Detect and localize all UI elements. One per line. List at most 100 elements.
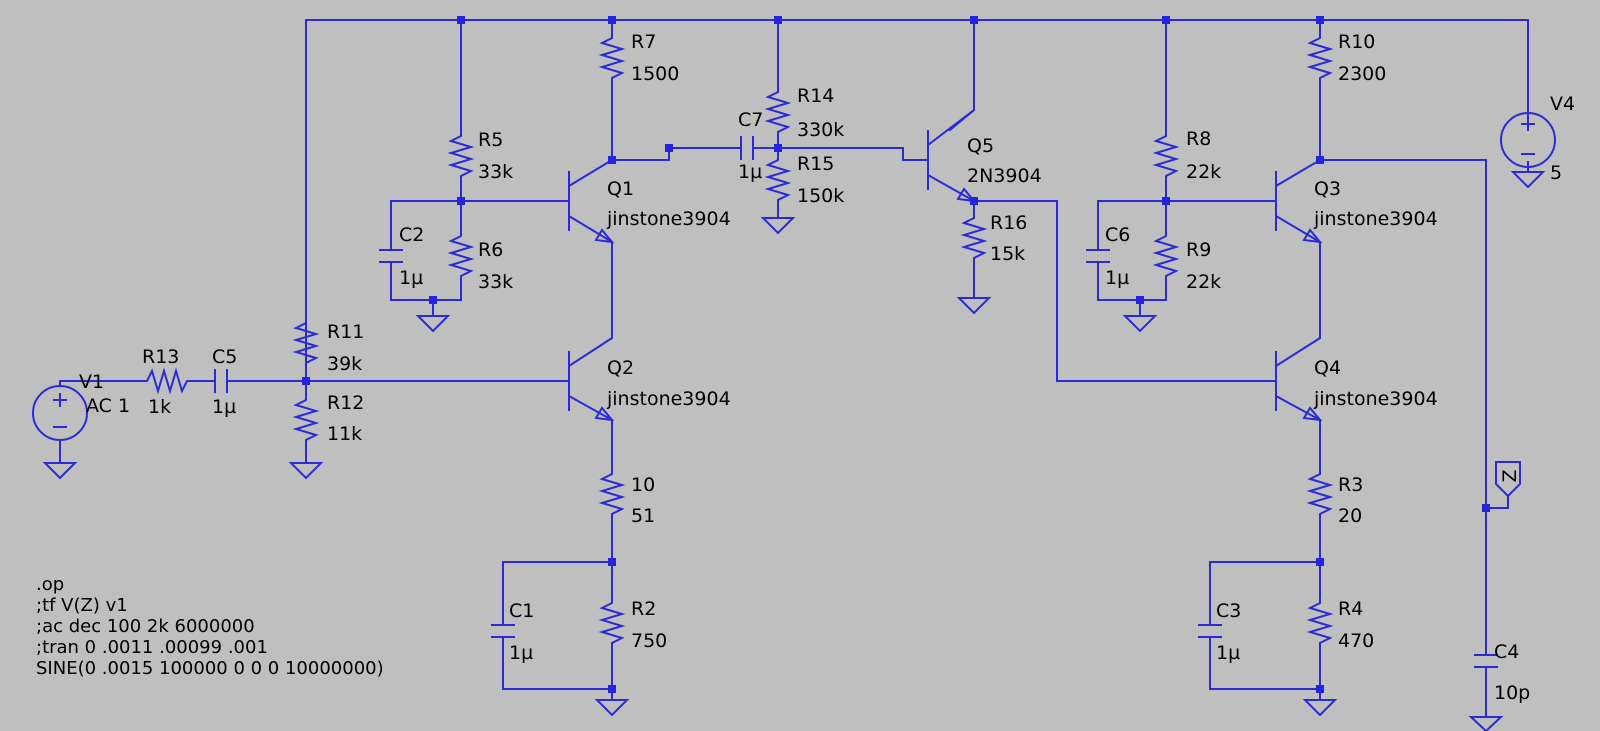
c6-value: 1µ [1105,267,1129,289]
capacitor-c4 [1474,654,1498,668]
r8-value: 22k [1186,161,1221,183]
r16-name: R16 [990,212,1027,234]
resistor-r10 [1306,30,1334,84]
ground-symbols [42,171,1546,731]
ground-icon [1302,699,1338,717]
transistor-q3 [1275,159,1323,244]
r4-name: R4 [1338,598,1363,620]
resistor-r5 [447,128,475,182]
resistor-r15 [764,152,792,206]
capacitor-c1 [491,624,515,638]
r7-value: 1500 [631,63,679,85]
resistor-r16 [960,210,988,264]
c4-name: C4 [1494,641,1519,663]
capacitor-c3 [1198,624,1222,638]
component-labels: V1 AC 1 R13 1k C5 1µ R11 39k R12 11k R5 … [79,31,1575,704]
r8-name: R8 [1186,128,1211,150]
r7-name: R7 [631,31,656,53]
r13-value: 1k [148,396,171,418]
voltage-source-v4 [1500,112,1556,168]
resistor-r8 [1152,128,1180,182]
r16-value: 15k [990,243,1025,265]
v1-name: V1 [79,371,104,393]
resistor-r11 [292,315,320,381]
r4-value: 470 [1338,630,1374,652]
r11-name: R11 [327,321,364,343]
resistor-r2 [598,595,626,649]
resistor-r14 [764,84,792,138]
ground-icon [1468,716,1504,731]
r2-value: 750 [631,630,667,652]
q2-value: jinstone3904 [606,388,731,410]
r10-value: 2300 [1338,63,1386,85]
transistor-q1 [568,159,615,244]
ground-icon [288,462,324,480]
r14-name: R14 [797,85,834,107]
r5-value: 33k [478,161,513,183]
transistors [568,109,1323,422]
r14-value: 330k [797,119,844,141]
c4-value: 10p [1494,682,1530,704]
q1-name: Q1 [607,178,634,200]
c1-value: 1µ [509,642,533,664]
r15-name: R15 [797,153,834,175]
directive-line: SINE(0 .0015 100000 0 0 0 10000000) [36,658,384,679]
directive-line: ;tran 0 .0011 .00099 .001 [36,637,268,658]
capacitor-c2 [379,249,403,263]
v4-name: V4 [1550,93,1575,115]
directive-line: ;ac dec 100 2k 6000000 [36,616,255,637]
q4-name: Q4 [1314,357,1341,379]
r10-lower-value: 51 [631,505,655,527]
v1-value: AC 1 [86,395,130,417]
c6-name: C6 [1105,224,1130,246]
resistor-r12 [292,392,320,446]
transistor-q5 [927,109,977,203]
c5-value: 1µ [212,396,236,418]
c3-value: 1µ [1216,642,1240,664]
voltage-source-v1 [32,385,88,441]
resistor-r6 [447,228,475,282]
q4-value: jinstone3904 [1313,388,1438,410]
transistor-q4 [1275,337,1323,422]
resistor-r9 [1152,228,1180,282]
c1-name: C1 [509,600,534,622]
r9-value: 22k [1186,271,1221,293]
c3-name: C3 [1216,600,1241,622]
v4-value: 5 [1550,162,1562,184]
q1-value: jinstone3904 [606,208,731,230]
junction-dots [302,16,1490,693]
r15-value: 150k [797,185,844,207]
r5-name: R5 [478,129,503,151]
transistor-q2 [568,337,615,422]
r11-value: 39k [327,353,362,375]
ground-icon [956,297,992,315]
c2-name: C2 [399,224,424,246]
directive-line: ;tf V(Z) v1 [36,595,128,616]
resistor-r13 [139,367,193,395]
resistor-r3 [1306,466,1334,520]
c5-name: C5 [212,346,237,368]
ground-icon [1510,171,1546,189]
ground-icon [42,462,78,480]
directive-line: .op [36,574,64,595]
capacitor-c5 [214,369,228,393]
ground-icon [594,699,630,717]
wires [59,19,1529,718]
c7-name: C7 [738,109,763,131]
c7-value: 1µ [738,161,762,183]
r12-value: 11k [327,423,362,445]
resistors [139,30,1334,649]
r3-name: R3 [1338,474,1363,496]
capacitors [214,136,1498,668]
r10-lower-name: 10 [631,474,655,496]
r2-name: R2 [631,598,656,620]
ground-icon [760,217,796,235]
ground-icon [1122,315,1158,333]
r3-value: 20 [1338,505,1362,527]
q5-value: 2N3904 [967,165,1042,187]
q3-value: jinstone3904 [1313,208,1438,230]
r12-name: R12 [327,392,364,414]
r13-name: R13 [142,346,179,368]
resistor-r7 [598,30,626,84]
resistor-r4 [1306,595,1334,649]
